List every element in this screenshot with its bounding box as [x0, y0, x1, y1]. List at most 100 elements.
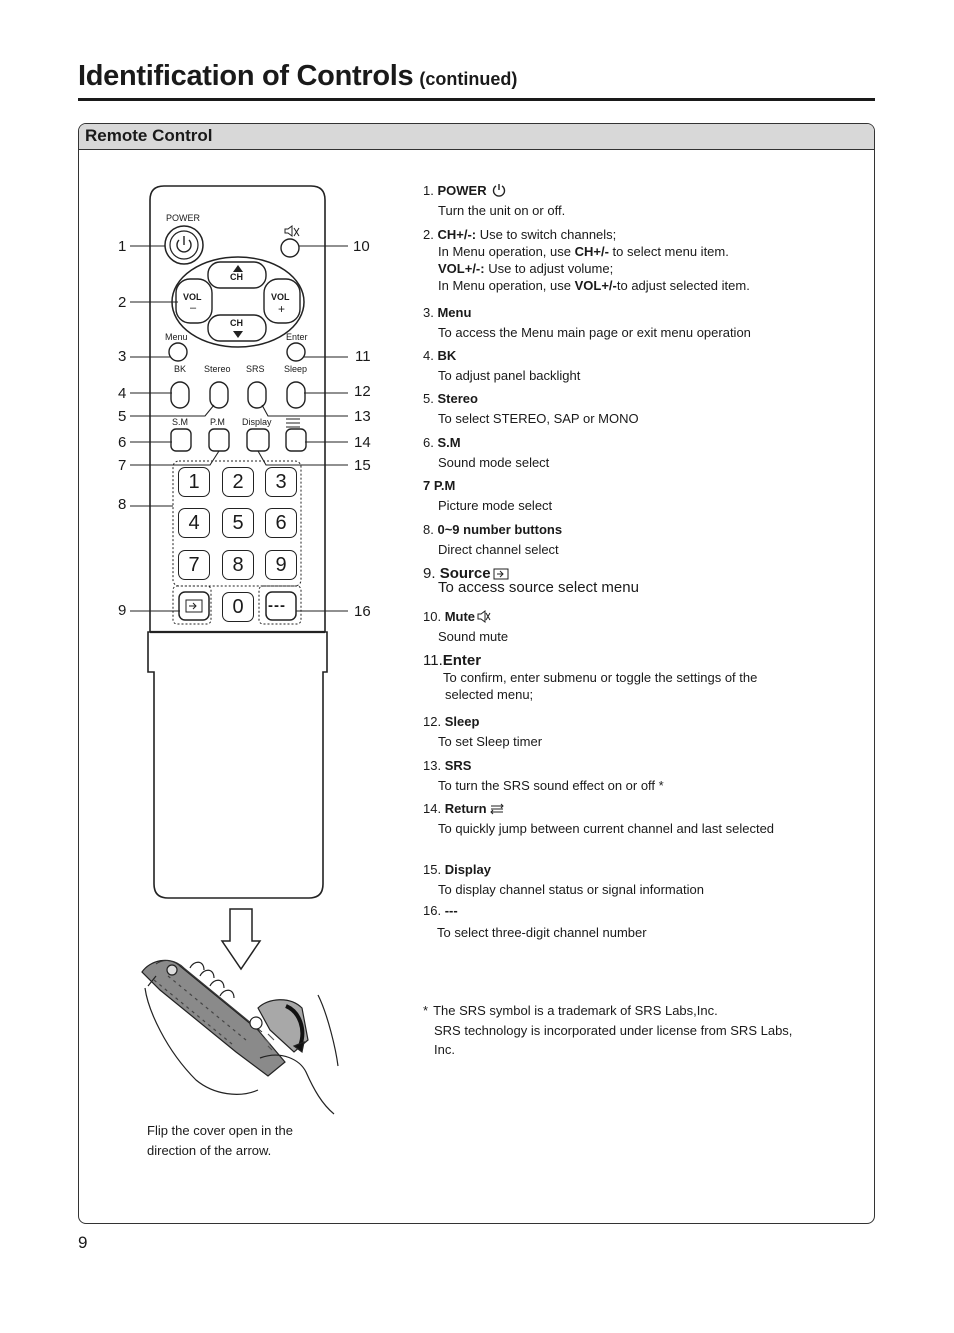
dash-label: ---	[268, 597, 286, 614]
vol-down-label: VOL	[183, 292, 202, 302]
enter-label: Enter	[286, 332, 308, 342]
title-rule	[78, 98, 875, 101]
item-pm: 7 P.M Picture mode select	[423, 477, 552, 514]
callout-10: 10	[353, 238, 370, 255]
item-number: 3	[423, 305, 431, 320]
item-heading: POWER	[437, 183, 487, 198]
trademark-note: * The SRS symbol is a trademark of SRS La…	[423, 1001, 792, 1060]
item-heading: 0~9 number buttons	[437, 522, 563, 537]
sleep-label: Sleep	[284, 364, 308, 374]
return-icon	[489, 803, 504, 815]
digit-8-button[interactable]: 8	[222, 550, 254, 580]
item-number: 8	[423, 522, 431, 537]
callout-5: 5	[118, 408, 127, 425]
item-number: 11	[423, 652, 439, 669]
note-line: Inc.	[434, 1042, 455, 1057]
power-label: POWER	[166, 213, 201, 223]
digit-4-button[interactable]: 4	[178, 508, 210, 538]
caption-line: Flip the cover open in the	[147, 1123, 293, 1138]
page-number: 9	[78, 1233, 88, 1252]
note-asterisk: *	[423, 1003, 429, 1018]
item-text: To adjust panel backlight	[438, 368, 581, 383]
digit-9-button[interactable]: 9	[265, 550, 297, 580]
digit-5-button[interactable]: 5	[222, 508, 254, 538]
callout-14: 14	[354, 434, 371, 451]
item-source: 9. Source To access source select menu	[423, 565, 639, 596]
title-text: Identification of Controls	[78, 60, 414, 92]
item-mute: 10. Mute Sound mute	[423, 609, 509, 644]
item-power: 1. POWER Turn the unit on or off.	[423, 183, 566, 218]
item-three-digit: 16. --- To select three-digit channel nu…	[423, 903, 647, 940]
ch-up-label: CH	[230, 272, 243, 282]
digit-0-button[interactable]: 0	[222, 592, 254, 622]
digit-1-button[interactable]: 1	[178, 467, 210, 497]
item-number: 14	[423, 801, 438, 816]
item-heading: Display	[444, 862, 491, 877]
text-part: In Menu operation, use	[438, 244, 575, 259]
item-number: 4	[423, 348, 431, 363]
item-heading: Return	[444, 801, 487, 816]
item-heading: P.M	[433, 478, 456, 493]
item-text: selected menu;	[445, 687, 534, 702]
title-subtitle: (continued)	[419, 69, 518, 89]
item-heading: Mute	[444, 609, 476, 624]
flip-caption: Flip the cover open in the direction of …	[147, 1121, 327, 1160]
item-bk: 4. BK To adjust panel backlight	[423, 348, 581, 383]
item-text: Sound mute	[438, 629, 509, 644]
callout-6: 6	[118, 434, 127, 451]
item-text: To select STEREO, SAP or MONO	[438, 411, 639, 426]
item-number: 15	[423, 862, 438, 877]
note-line: The SRS symbol is a trademark of SRS Lab…	[433, 1003, 718, 1018]
digit-2-button[interactable]: 2	[222, 467, 254, 497]
item-heading: Sleep	[444, 714, 480, 729]
vol-plus-label: +	[278, 302, 286, 316]
callout-9: 9	[118, 602, 127, 619]
callout-15: 15	[354, 457, 371, 474]
callout-3: 3	[118, 348, 127, 365]
item-number: 16	[423, 903, 438, 918]
item-text: Picture mode select	[438, 498, 553, 513]
item-enter: 11.Enter To confirm, enter submenu or to…	[423, 652, 758, 702]
item-text: Direct channel select	[438, 542, 559, 557]
item-text: To display channel status or signal info…	[438, 882, 704, 897]
item-number: 10	[423, 609, 438, 624]
bk-label: BK	[174, 364, 187, 374]
text-part: Use to adjust volume;	[484, 261, 614, 276]
digit-7-button[interactable]: 7	[178, 550, 210, 580]
callout-11: 11	[355, 348, 371, 365]
item-menu: 3. Menu To access the Menu main page or …	[423, 305, 751, 340]
digit-3-button[interactable]: 3	[265, 467, 297, 497]
callout-8: 8	[118, 496, 127, 513]
item-heading: Stereo	[437, 391, 478, 406]
digit-6-button[interactable]: 6	[265, 508, 297, 538]
item-number: 5	[423, 391, 431, 406]
item-number: 9	[423, 565, 432, 582]
item-text: To quickly jump between current channel …	[438, 821, 775, 836]
item-heading: Enter	[442, 652, 482, 669]
item-number: 1	[423, 183, 431, 198]
item-srs: 13. SRS To turn the SRS sound effect on …	[423, 758, 664, 793]
item-number: 13	[423, 758, 438, 773]
text-part: In Menu operation, use	[438, 278, 575, 293]
item-stereo: 5. Stereo To select STEREO, SAP or MONO	[423, 391, 639, 426]
text-bold: VOL+/-:	[438, 261, 485, 276]
callout-4: 4	[118, 385, 127, 402]
item-number: 12	[423, 714, 438, 729]
text-bold: VOL+/-	[574, 278, 617, 293]
section-frame: Remote Control	[78, 123, 875, 1224]
mute-icon	[477, 610, 491, 623]
text-part: to adjust selected item.	[616, 278, 750, 293]
item-heading: Source	[439, 565, 491, 582]
text-bold: CH+/-	[574, 244, 609, 259]
item-heading: S.M	[437, 435, 461, 450]
srs-label: SRS	[246, 364, 265, 374]
item-ch-vol: 2. CH+/-: Use to switch channels; In Men…	[423, 227, 750, 293]
item-return: 14. Return To quickly jump between curre…	[423, 801, 775, 836]
note-line: SRS technology is incorporated under lic…	[434, 1022, 793, 1038]
sm-label: S.M	[172, 417, 189, 427]
pm-label: P.M	[210, 417, 225, 427]
item-heading: CH+/-:	[437, 227, 477, 242]
callout-2: 2	[118, 294, 127, 311]
item-heading: ---	[444, 903, 458, 918]
